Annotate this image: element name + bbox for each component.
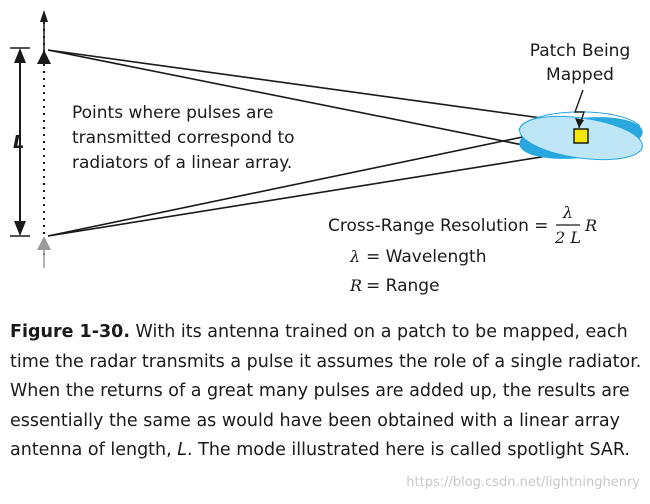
lambda-definition: = Wavelength xyxy=(366,247,487,267)
points-note-line-3: radiators of a linear array. xyxy=(72,153,292,173)
caption-length-symbol: L xyxy=(177,440,187,460)
patch-marker xyxy=(573,128,589,144)
range-definition: = Range xyxy=(366,276,440,296)
points-note-line-1: Points where pulses are xyxy=(72,103,273,123)
figure-label: Figure 1-30. xyxy=(10,322,130,342)
caption-text-2: . The mode illustrated here is called sp… xyxy=(187,440,630,460)
caption-text-1: With its antenna trained on a patch to b… xyxy=(10,322,642,460)
fraction-range: R xyxy=(584,216,597,235)
fraction-numerator: λ xyxy=(562,203,573,222)
watermark: https://blog.csdn.net/lightninghenry xyxy=(406,475,640,490)
antenna-bottom-icon xyxy=(37,236,51,268)
beam-lines xyxy=(47,49,561,237)
fraction-denominator: 2 L xyxy=(554,228,581,247)
figure-caption: Figure 1-30. With its antenna trained on… xyxy=(10,318,642,466)
travel-arrow xyxy=(40,10,48,50)
equation-lhs: Cross-Range Resolution = xyxy=(328,216,549,236)
points-note-line-2: transmitted correspond to xyxy=(72,128,295,148)
lambda-symbol: λ xyxy=(349,247,360,266)
length-dimension: L xyxy=(10,47,30,237)
definitions: λ = Wavelength R = Range xyxy=(349,247,487,296)
patch-title-line-1: Patch Being xyxy=(530,41,631,61)
length-label: L xyxy=(13,132,24,153)
range-symbol: R xyxy=(349,276,362,295)
spotlight-sar-diagram: L Patch Being Mapped Points where pulses… xyxy=(10,10,643,296)
resolution-equation: Cross-Range Resolution = λ 2 L R xyxy=(328,203,597,247)
antenna-top-icon xyxy=(37,50,51,64)
patch-pointer xyxy=(574,89,585,129)
patch-title-line-2: Mapped xyxy=(546,65,614,85)
